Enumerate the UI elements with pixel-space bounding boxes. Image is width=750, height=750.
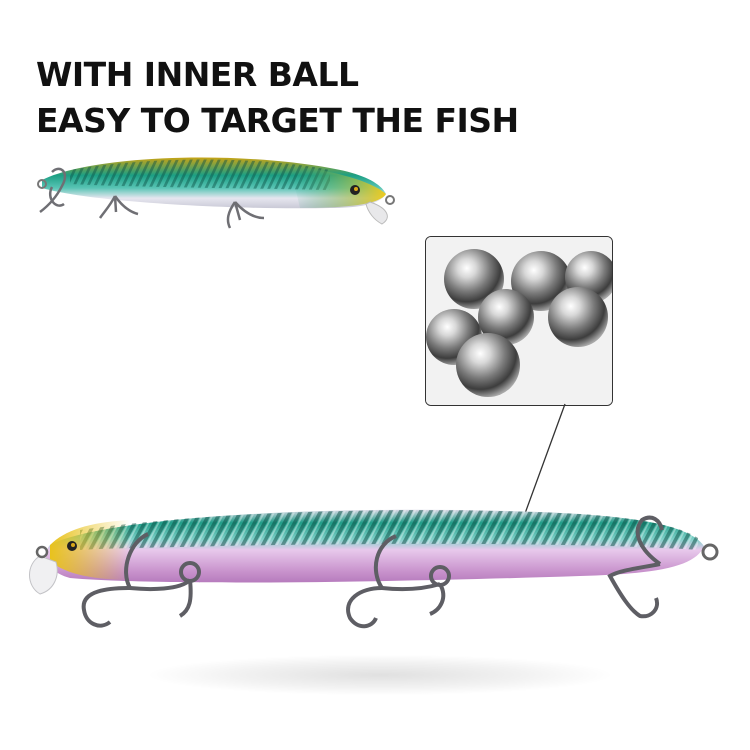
steel-balls-inset (425, 236, 613, 406)
headline: WITH INNER BALL EASY TO TARGET THE FISH (36, 52, 519, 144)
steel-balls-image (426, 237, 612, 405)
lure-shadow (150, 655, 610, 695)
headline-line-1: WITH INNER BALL (36, 55, 359, 94)
small-lure-image (37, 157, 395, 229)
headline-line-2: EASY TO TARGET THE FISH (36, 101, 519, 140)
large-lure-image (29, 509, 719, 629)
